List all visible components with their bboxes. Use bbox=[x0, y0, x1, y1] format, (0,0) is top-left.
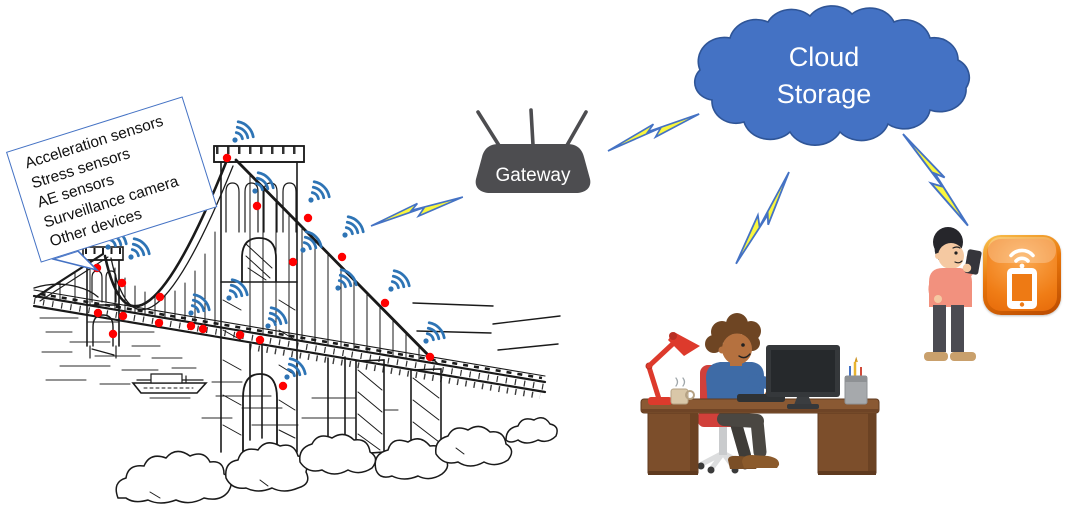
callout-tail bbox=[50, 250, 100, 272]
wifi-signal-icon bbox=[186, 293, 211, 318]
shore-lines bbox=[33, 283, 561, 351]
bolt-cloud-to-mobile bbox=[902, 133, 969, 227]
app-icon-gloss bbox=[988, 237, 1056, 263]
sensor-dot bbox=[93, 308, 103, 318]
sensor-dot bbox=[118, 311, 128, 321]
bushes bbox=[115, 417, 558, 504]
sensor-dot bbox=[235, 330, 245, 340]
sensor-dot bbox=[155, 292, 165, 302]
bolt-bridge-to-gateway bbox=[370, 196, 464, 227]
sensor-dot bbox=[252, 201, 262, 211]
smartphone-app-icon bbox=[983, 235, 1061, 315]
sensor-dot bbox=[303, 213, 313, 223]
cloud-icon: Cloud Storage bbox=[693, 5, 971, 146]
sensor-dot bbox=[186, 321, 196, 331]
wifi-signal-icon bbox=[386, 269, 411, 294]
bridge-sketch bbox=[32, 120, 561, 504]
app-icon-body bbox=[987, 239, 1057, 311]
bridge-piers bbox=[249, 343, 442, 456]
sensor-dot bbox=[288, 257, 298, 267]
sensor-dot bbox=[278, 381, 288, 391]
mobile-user-illustration bbox=[924, 227, 982, 361]
gateway-antennas bbox=[476, 108, 588, 149]
sensor-dots bbox=[92, 153, 435, 391]
coffee-mug bbox=[670, 377, 695, 405]
sensor-dot bbox=[108, 329, 118, 339]
main-tower bbox=[213, 145, 305, 453]
wifi-signal-icon bbox=[224, 278, 249, 303]
lightning-bolt-icon bbox=[370, 196, 464, 227]
sensor-dot bbox=[198, 324, 208, 334]
wifi-signal-icon bbox=[306, 180, 331, 205]
phone-icon bbox=[1007, 248, 1037, 309]
wifi-signal-icon bbox=[230, 120, 255, 145]
bolt-cloud-to-desktop bbox=[735, 171, 790, 265]
sensor-dot bbox=[425, 352, 435, 362]
pencil-cup bbox=[844, 356, 868, 405]
cloud-label-line2: Storage bbox=[777, 79, 872, 109]
suspender-ropes bbox=[44, 173, 420, 362]
gateway-label: Gateway bbox=[496, 165, 571, 186]
wifi-signal-icon bbox=[126, 237, 151, 262]
gateway-icon: Gateway bbox=[475, 108, 591, 193]
desk bbox=[640, 398, 880, 475]
sensor-dot bbox=[255, 335, 265, 345]
desk-lamp bbox=[645, 332, 700, 405]
bolt-gateway-to-cloud bbox=[607, 113, 700, 152]
gateway-router-body bbox=[475, 144, 591, 193]
monitor bbox=[766, 345, 840, 409]
sensor-dot bbox=[380, 298, 390, 308]
boat-sketch bbox=[131, 373, 208, 394]
wifi-signal-icon bbox=[421, 321, 446, 346]
suspension-cables bbox=[34, 158, 439, 365]
wifi-signal-icon bbox=[282, 357, 307, 382]
wifi-signal-icon bbox=[340, 215, 365, 240]
sensor-dot bbox=[154, 318, 164, 328]
sensor-dot bbox=[337, 252, 347, 262]
sensor-dot bbox=[117, 278, 127, 288]
cloud-shape bbox=[693, 5, 971, 146]
cloud-label-line1: Cloud bbox=[789, 42, 860, 72]
lightning-bolt-icon bbox=[902, 133, 969, 227]
desk-user-illustration bbox=[640, 313, 880, 475]
lightning-bolt-icon bbox=[607, 113, 700, 152]
sensor-dot bbox=[222, 153, 232, 163]
lightning-bolt-icon bbox=[735, 171, 790, 265]
